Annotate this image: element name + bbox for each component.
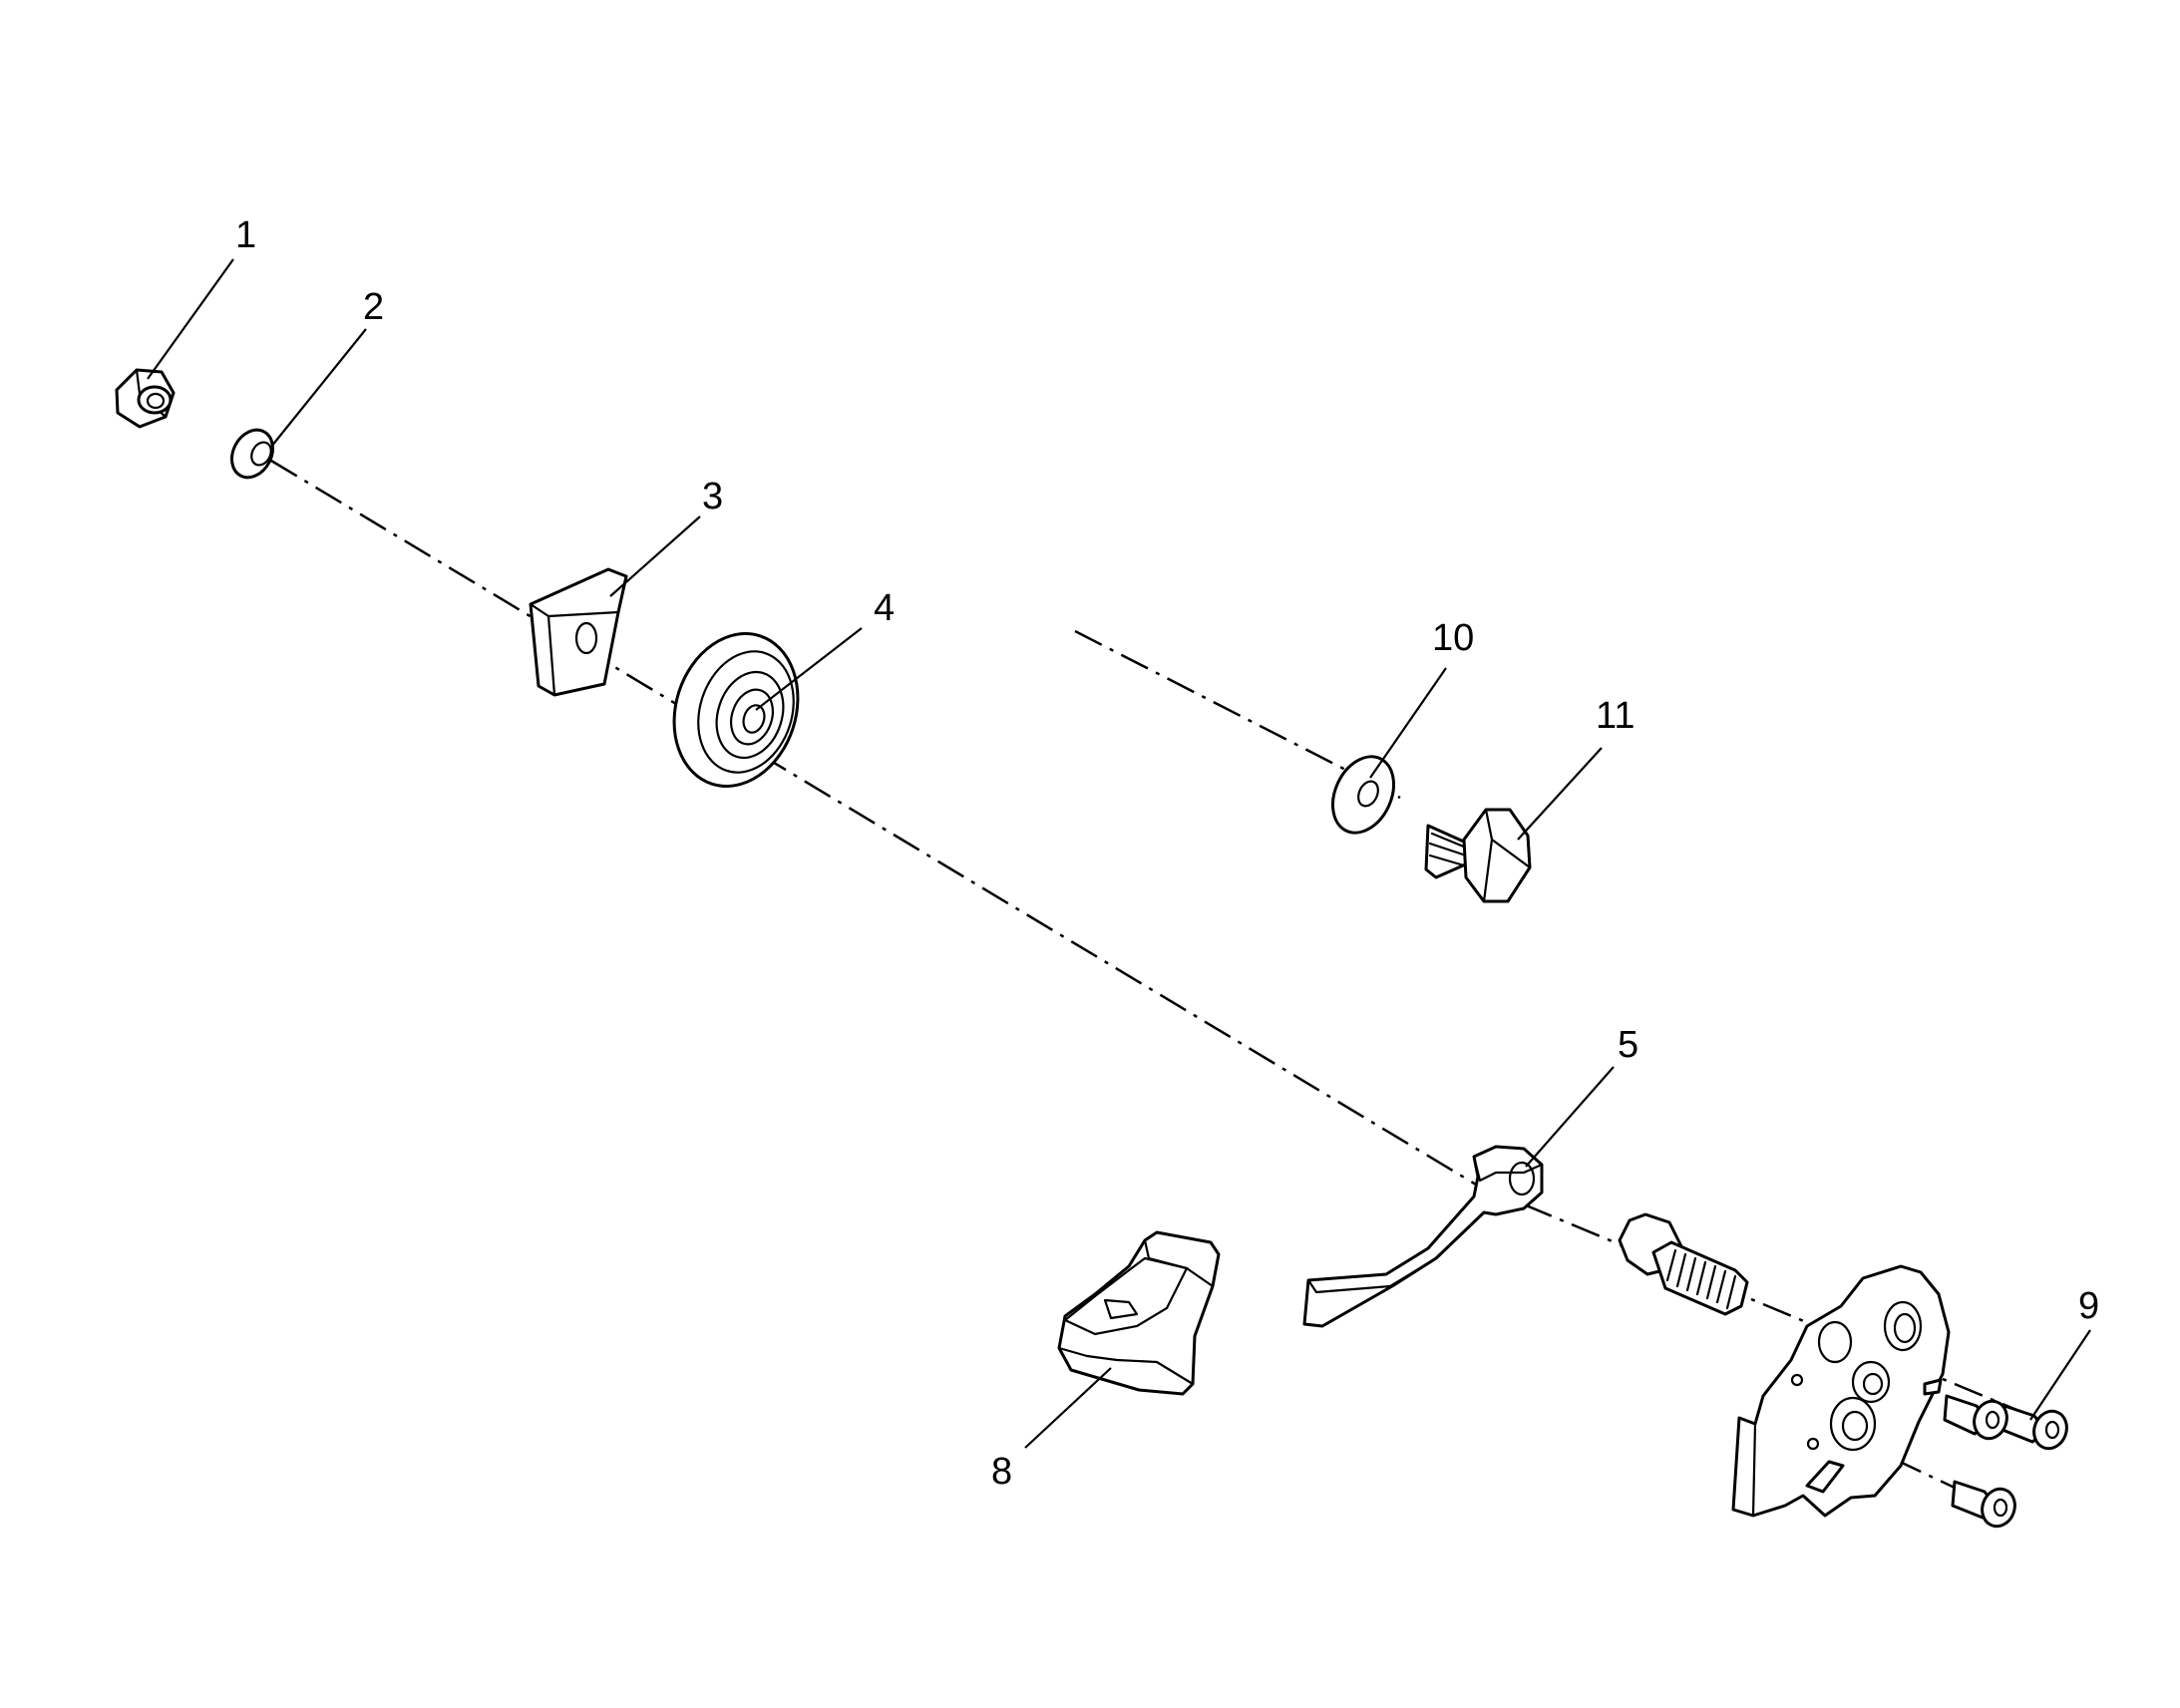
part-4-spring-disc: [672, 632, 800, 788]
axis-main: [270, 459, 1477, 1187]
part-5-lever: [1302, 1145, 1544, 1328]
callout-9: 9: [2078, 1285, 2099, 1327]
callout-8: 8: [991, 1451, 1012, 1493]
part-9-screw-middle: [1943, 1394, 2008, 1441]
leader-2: [270, 328, 367, 448]
axis-upper-right: [1074, 629, 1401, 800]
callout-5: 5: [1618, 1024, 1638, 1066]
mounting-plate: [1731, 1264, 1951, 1518]
part-11-hex-bolt: [1424, 808, 1532, 903]
callout-3: 3: [702, 476, 723, 517]
leader-3: [609, 515, 701, 597]
part-2-washer: [230, 428, 274, 480]
part-8-handle-grip: [1057, 1230, 1221, 1396]
callout-4: 4: [874, 587, 895, 629]
callout-1: 1: [235, 214, 256, 256]
leader-1: [147, 258, 234, 380]
leader-11: [1517, 747, 1603, 841]
leader-lines: [147, 258, 2091, 1449]
callout-labels: 1 2 3 4 5 8 9 10 11: [235, 214, 2099, 1493]
axis-lower: [1475, 1183, 2051, 1426]
part-9-screw-lower: [1951, 1480, 2016, 1529]
leader-4: [755, 627, 863, 711]
part-1-hex-nut: [115, 368, 176, 429]
callout-11: 11: [1596, 695, 1635, 737]
callout-2: 2: [363, 286, 384, 328]
part-10-washer: [1331, 755, 1395, 835]
leader-8: [1024, 1367, 1112, 1449]
callout-10: 10: [1432, 617, 1474, 659]
leader-9: [2029, 1329, 2091, 1421]
part-9-screw-upper: [2000, 1404, 2068, 1451]
threaded-pin: [1618, 1212, 1749, 1316]
part-3-bracket: [529, 567, 628, 697]
leader-5: [1525, 1066, 1615, 1168]
leader-10: [1369, 667, 1447, 779]
